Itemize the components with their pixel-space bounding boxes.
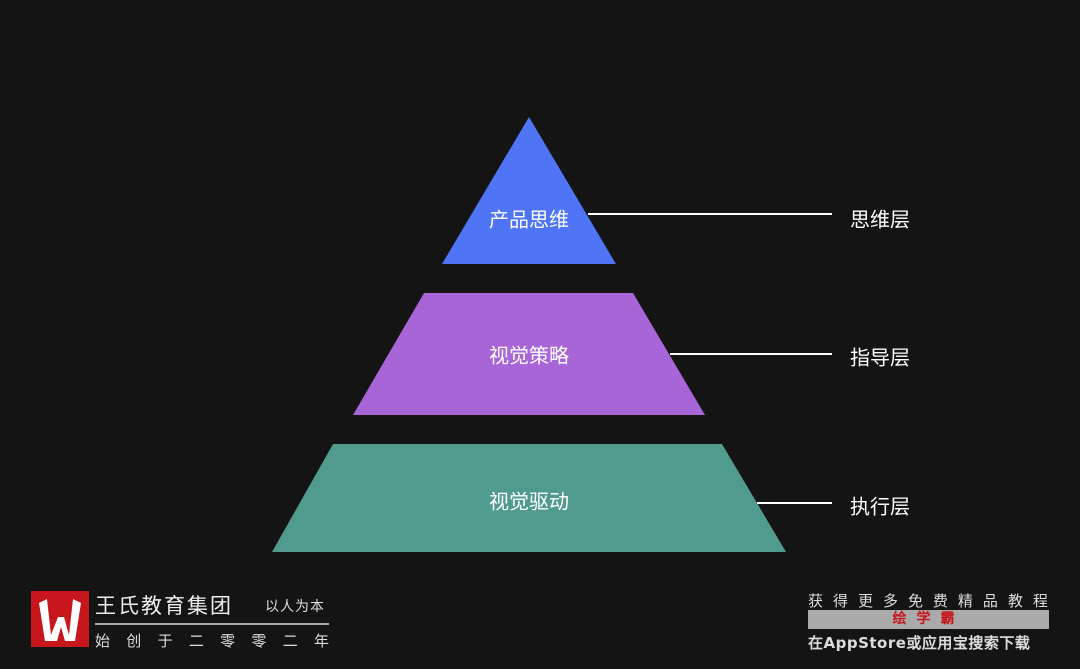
level-label: 视觉策略 xyxy=(489,343,569,368)
promo-char: 费 xyxy=(932,592,948,610)
promo-char: 得 xyxy=(832,592,848,610)
layer-label: 指导层 xyxy=(850,345,910,370)
level-label: 产品思维 xyxy=(489,207,569,232)
brand-motto: 以人为本 xyxy=(265,599,325,615)
promo-char: 获 xyxy=(808,592,824,610)
pyramid-level-middle xyxy=(353,293,705,415)
since-char: 零 xyxy=(220,632,236,650)
pyramid-level-top xyxy=(442,117,616,264)
since-char: 于 xyxy=(157,632,173,650)
promo-char: 免 xyxy=(907,592,923,610)
since-char: 始 xyxy=(95,632,111,650)
brand-logo xyxy=(31,591,89,647)
since-char: 创 xyxy=(126,632,142,650)
promo-char: 多 xyxy=(882,592,898,610)
promo-app-name: 绘学霸 xyxy=(808,610,1049,629)
brand-name: 王氏教育集团 xyxy=(95,594,233,618)
since-char: 年 xyxy=(313,632,329,650)
promo-char: 品 xyxy=(982,592,998,610)
since-char: 二 xyxy=(188,632,204,650)
w-logo-icon xyxy=(39,599,81,641)
level-label: 视觉驱动 xyxy=(489,489,569,514)
promo-char: 教 xyxy=(1007,592,1023,610)
promo-line: 获 得 更 多 免 费 精 品 教 程 xyxy=(808,590,1048,611)
promo-char: 更 xyxy=(857,592,873,610)
promo-char: 精 xyxy=(957,592,973,610)
pyramid-level-bottom xyxy=(272,444,786,552)
brand-since: 始 创 于 二 零 零 二 年 xyxy=(95,630,329,651)
promo-char: 程 xyxy=(1032,592,1048,610)
layer-label: 执行层 xyxy=(850,494,910,519)
promo-download-text: 在AppStore或应用宝搜索下载 xyxy=(808,634,1031,652)
layer-label: 思维层 xyxy=(850,207,910,232)
since-char: 零 xyxy=(251,632,267,650)
divider xyxy=(95,623,329,625)
since-char: 二 xyxy=(282,632,298,650)
